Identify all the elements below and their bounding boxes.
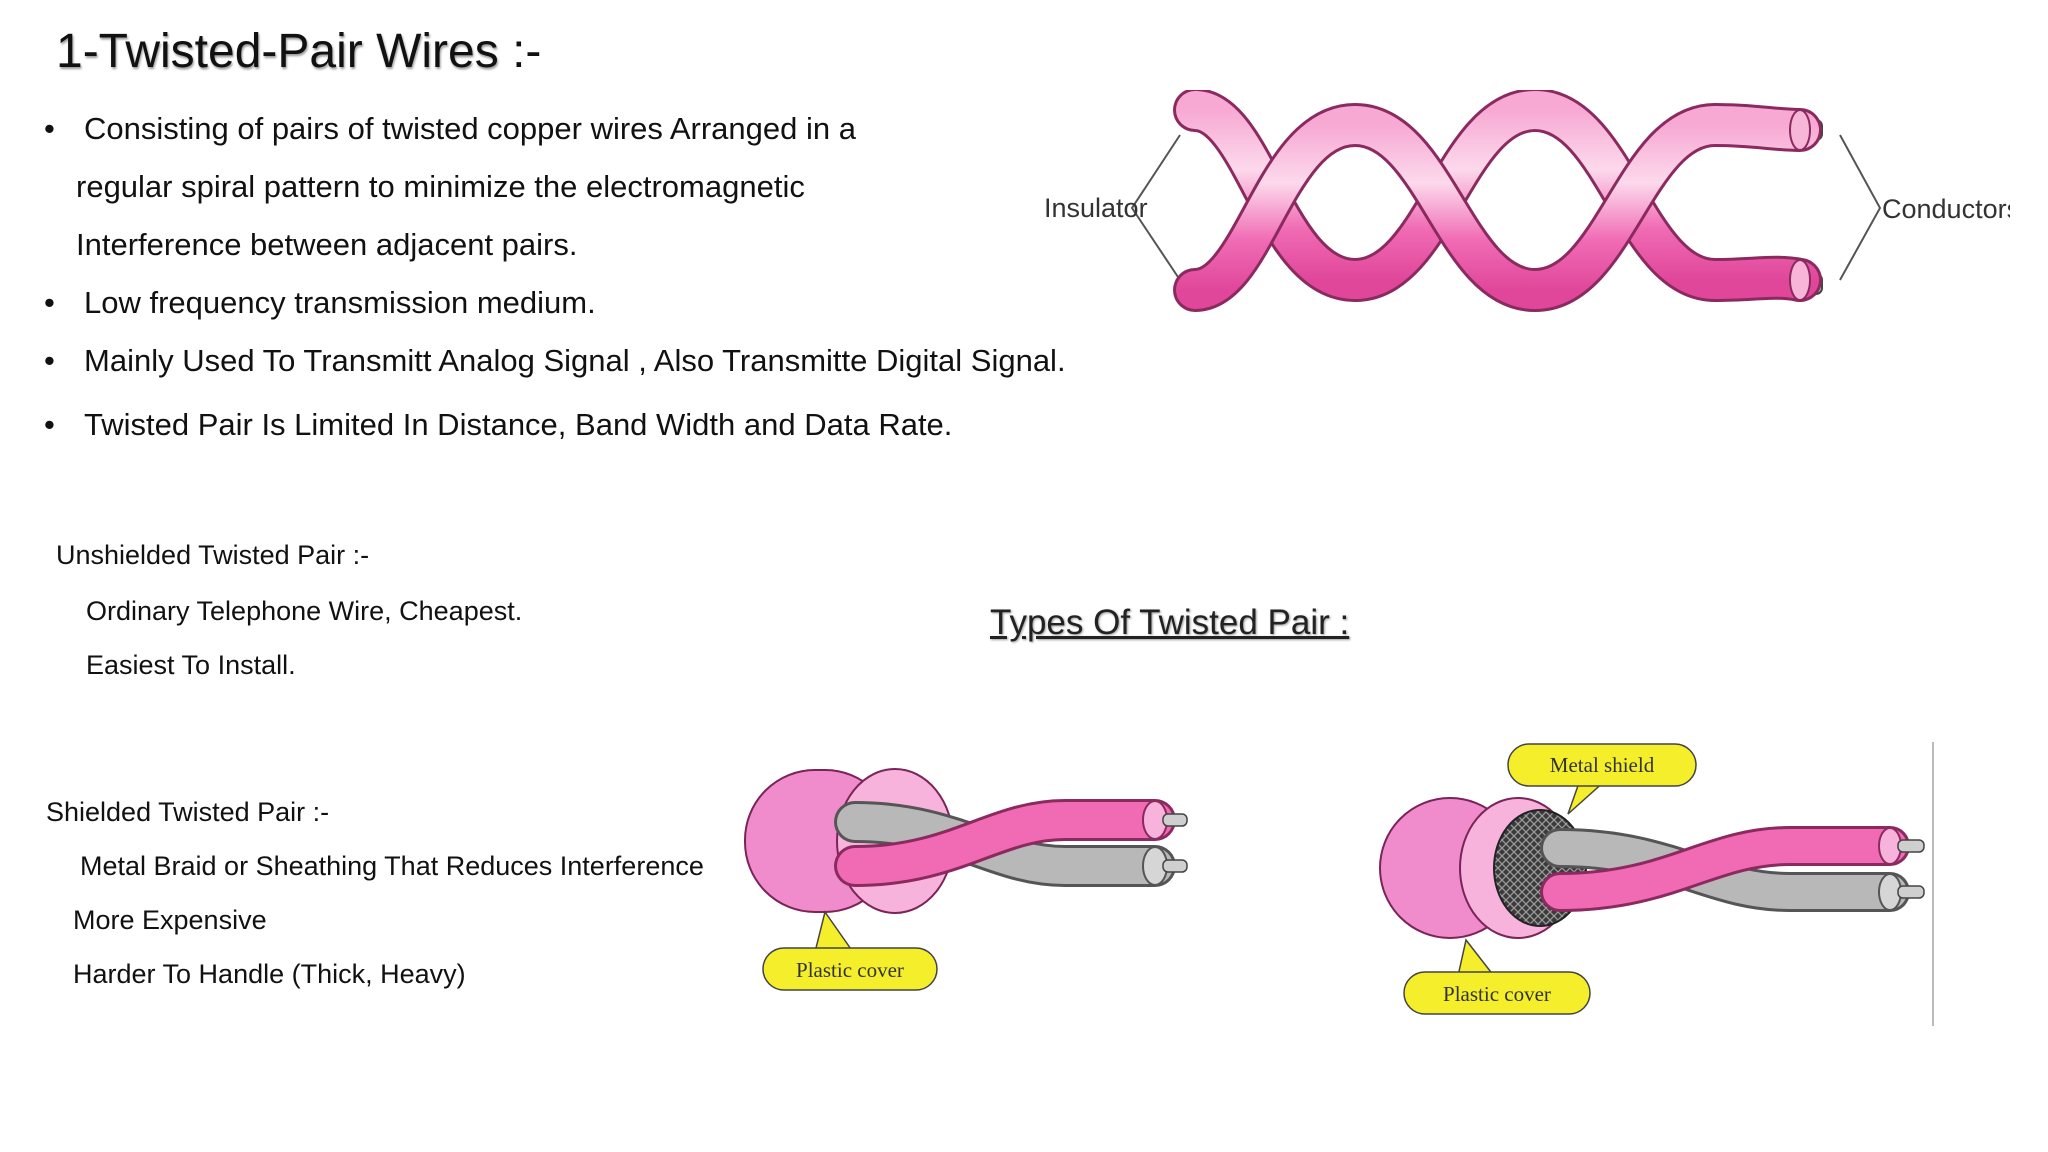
bullet-list: • Consisting of pairs of twisted copper … xyxy=(44,100,1084,454)
utp-line: Easiest To Install. xyxy=(86,650,296,680)
bullet-line: Low frequency transmission medium. xyxy=(84,285,596,320)
callout-pointer xyxy=(1457,938,1496,977)
bullet-item: • Low frequency transmission medium. xyxy=(44,274,1084,332)
wire-end xyxy=(1789,109,1811,151)
wire-end xyxy=(1789,259,1811,301)
twisted-wire-b-fill xyxy=(1176,105,1819,310)
stp-cable-diagram: Metal shield Plastic cover xyxy=(1379,742,1934,1026)
stp-heading: Shielded Twisted Pair :- xyxy=(46,797,330,827)
bullet-line: Twisted Pair Is Limited In Distance, Ban… xyxy=(84,407,953,442)
callout-pointer xyxy=(814,910,855,953)
bullet-item: • Twisted Pair Is Limited In Distance, B… xyxy=(44,396,1084,454)
conductor-end xyxy=(1162,859,1188,873)
pink-wire-fill xyxy=(837,802,1173,884)
conductors-label: Conductors xyxy=(1882,194,2010,224)
twisted-pair-diagram: Insulator Conductors xyxy=(1044,90,2010,313)
utp-cable-diagram: Plastic cover xyxy=(744,768,1188,991)
stp-line: Metal Braid or Sheathing That Reduces In… xyxy=(80,851,704,881)
types-heading: Types Of Twisted Pair : xyxy=(990,603,1350,642)
grey-wire-fill xyxy=(837,804,1173,884)
conductor-end xyxy=(1897,839,1925,853)
conductor-end xyxy=(1897,885,1925,899)
plastic-cover-label: Plastic cover xyxy=(796,958,904,982)
plastic-cover-callout xyxy=(1403,971,1591,1015)
pink-wire-fill xyxy=(1543,829,1907,909)
stp-line: Harder To Handle (Thick, Heavy) xyxy=(73,959,466,989)
bullet-item: • Consisting of pairs of twisted copper … xyxy=(44,100,1084,274)
bullet-marker: • xyxy=(44,285,55,320)
metal-shield-callout xyxy=(1507,743,1697,787)
bullet-line: Consisting of pairs of twisted copper wi… xyxy=(84,111,856,146)
title-suffix: :- xyxy=(498,25,542,78)
bullet-marker: • xyxy=(44,407,55,442)
plastic-cover-label: Plastic cover xyxy=(1443,982,1551,1006)
utp-heading: Unshielded Twisted Pair :- xyxy=(56,540,370,570)
stp-line: More Expensive xyxy=(73,905,267,935)
conductors-bracket xyxy=(1839,134,1882,281)
page-title: 1-Twisted-Pair Wires :- xyxy=(56,24,541,79)
twisted-wire-a-fill xyxy=(1176,90,1819,300)
bullet-marker: • xyxy=(44,111,55,146)
utp-line: Ordinary Telephone Wire, Cheapest. xyxy=(86,596,523,626)
bullet-item: • Mainly Used To Transmitt Analog Signal… xyxy=(44,332,1084,390)
grey-wire-fill xyxy=(1543,831,1907,909)
bullet-marker: • xyxy=(44,343,55,378)
insulator-label: Insulator xyxy=(1044,193,1148,223)
bullet-line: Interference between adjacent pairs. xyxy=(76,227,578,262)
title-main: 1-Twisted-Pair Wires xyxy=(56,25,499,78)
metal-shield-label: Metal shield xyxy=(1550,753,1655,777)
insulator-bracket xyxy=(1130,134,1181,281)
bullet-line: regular spiral pattern to minimize the e… xyxy=(76,169,805,204)
conductor-end xyxy=(1162,813,1188,827)
plastic-cover-callout xyxy=(762,947,938,991)
bullet-line: Mainly Used To Transmitt Analog Signal ,… xyxy=(84,343,1066,378)
